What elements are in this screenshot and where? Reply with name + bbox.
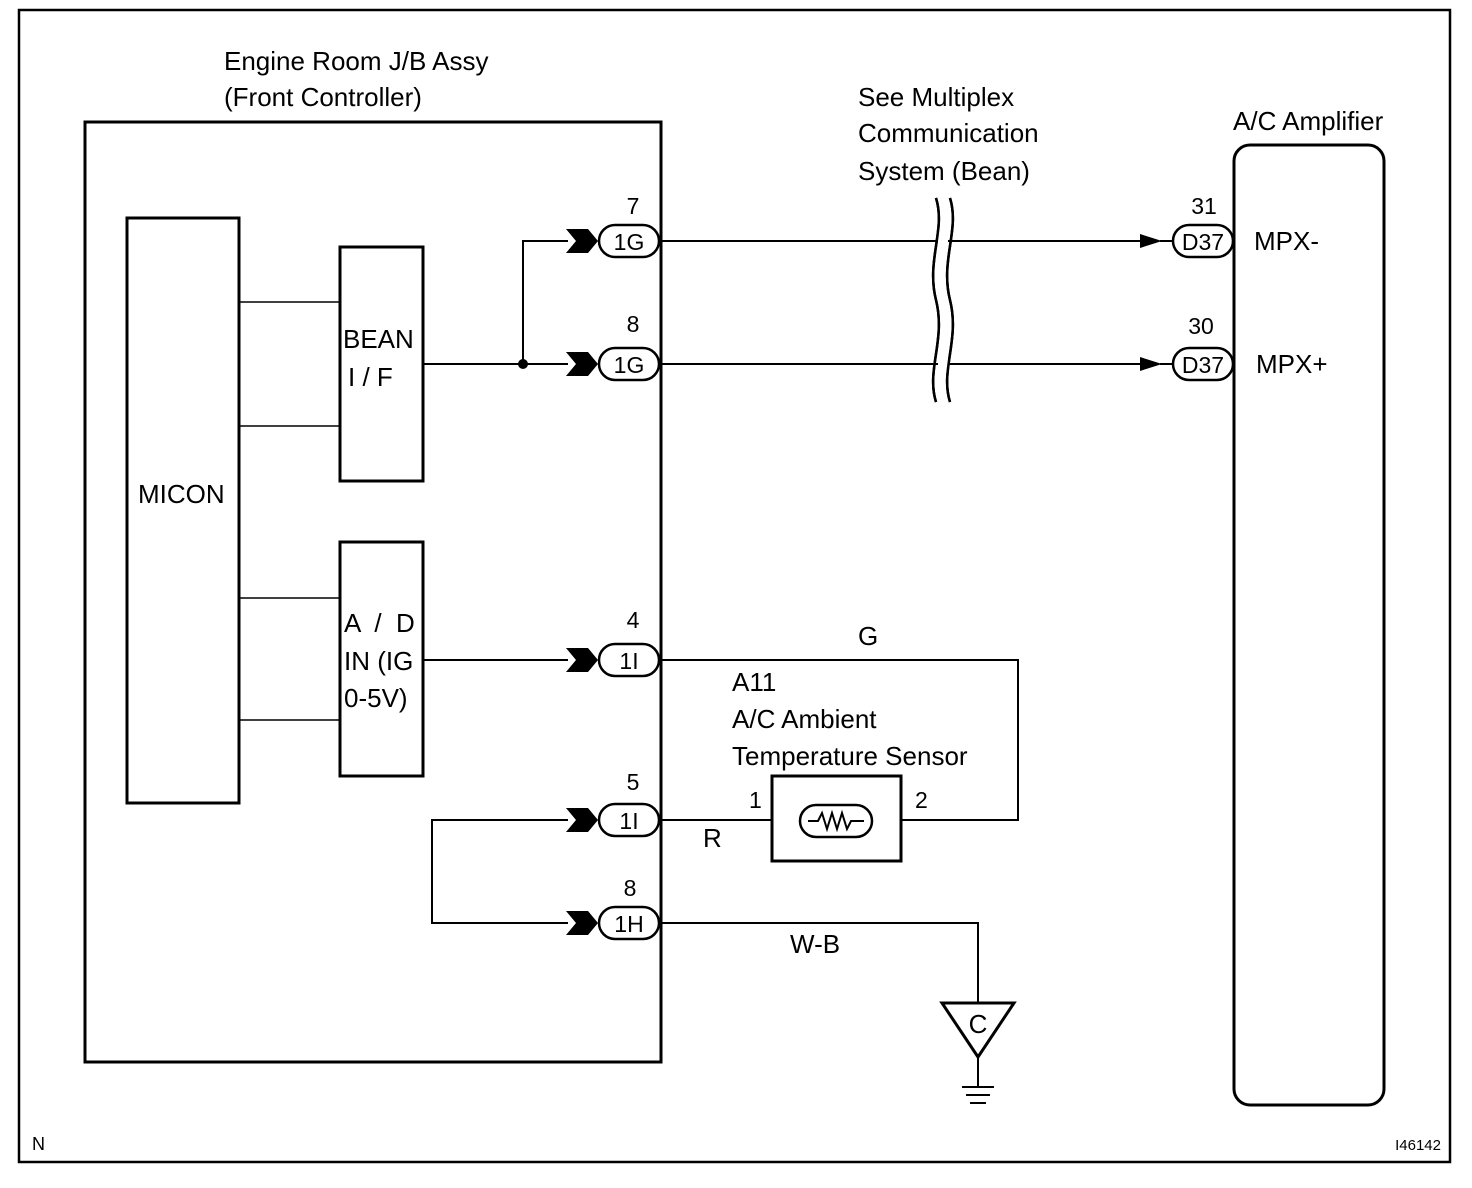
wire-label-g: G [858,621,878,651]
connector-d37-bottom-pin: 30 [1188,313,1214,339]
ad-line2: IN (IG [344,646,413,676]
bean-wires [423,240,1142,365]
wire-label-r: R [703,823,722,853]
wire-break-gap [938,353,948,373]
connector-1g-top-name: 1G [614,229,645,255]
bean-if-line2: I / F [348,362,393,392]
connector-1i-top: 1I 4 [566,607,661,678]
micon-block: MICON [125,216,241,805]
connector-1h-pin: 8 [624,875,637,901]
connector-1i-bottom: 1I 5 [566,769,661,838]
ad-line1: A / D [344,608,415,638]
connector-1g-top-pin: 7 [627,193,640,219]
jb-title-line1: Engine Room J/B Assy [224,46,488,76]
figure-id: I46142 [1395,1137,1441,1154]
thermistor-icon [808,809,864,833]
wire-break-mark [931,197,955,403]
internal-wires [239,301,340,721]
sensor-code: A11 [732,667,776,697]
corner-code-left: N [32,1134,45,1154]
outer-frame [17,8,1452,1164]
jb-title-line2: (Front Controller) [224,82,422,112]
micon-label: MICON [138,479,225,509]
bean-if-line1: BEAN [343,324,414,354]
connector-1g-top: 1G 7 [566,193,661,259]
multiplex-note-line2: Communication [858,118,1039,148]
connector-d37-bottom: D37 30 [1140,313,1235,382]
sensor-wires [423,659,1019,1003]
connector-1i-bottom-pin: 5 [627,769,640,795]
engine-room-jb-box: Engine Room J/B Assy (Front Controller) [83,46,663,1064]
ac-amplifier: A/C Amplifier MPX- MPX+ [1232,106,1386,1107]
connector-d37-top-name: D37 [1182,229,1224,255]
connector-d37-bottom-name: D37 [1182,352,1224,378]
connector-1h-name: 1H [614,911,643,937]
amplifier-mpx-minus: MPX- [1254,226,1319,256]
ad-in-block: A / D IN (IG 0-5V) [338,540,425,778]
sensor-pin-left: 1 [749,787,762,813]
connector-1g-bottom: 1G 8 [566,311,661,382]
connector-1i-top-pin: 4 [627,607,640,633]
sensor-name-line2: Temperature Sensor [732,741,968,771]
amplifier-title: A/C Amplifier [1233,106,1384,136]
ad-line3: 0-5V) [344,683,408,713]
splice-point [518,359,528,369]
connector-1i-bottom-name: 1I [619,808,638,834]
multiplex-note-line1: See Multiplex [858,82,1014,112]
ground-icon [962,1057,994,1104]
connector-1i-top-name: 1I [619,648,638,674]
bean-if-block: BEAN I / F [338,245,425,483]
sensor-pin-right: 2 [915,787,928,813]
multiplex-note-line3: System (Bean) [858,156,1030,186]
connector-d37-top-pin: 31 [1191,193,1217,219]
connector-1h: 1H 8 [566,875,661,941]
wire-label-wb: W-B [790,929,840,959]
ground-label: C [969,1009,988,1039]
wire-break-gap [938,230,948,250]
connector-d37-top: D37 31 [1140,193,1235,259]
sensor-name-line1: A/C Ambient [732,704,877,734]
amplifier-mpx-plus: MPX+ [1256,349,1328,379]
connector-1g-bottom-name: 1G [614,352,645,378]
ambient-temperature-sensor: A11 A/C Ambient Temperature Sensor 1 2 [732,667,968,863]
connector-1g-bottom-pin: 8 [627,311,640,337]
ground-point: C [939,1001,1017,1104]
